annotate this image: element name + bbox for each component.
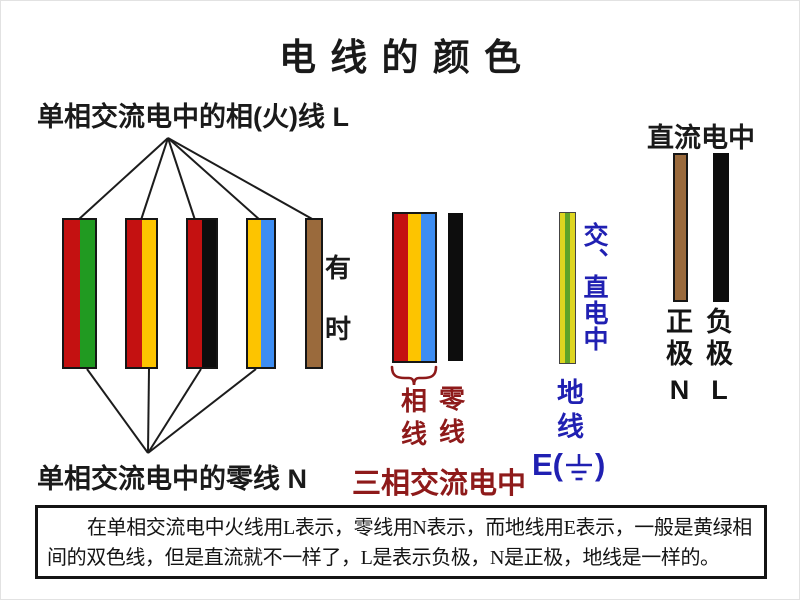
wire-stripe-yellow xyxy=(248,220,261,367)
wire-pair-yellow-blue xyxy=(246,218,276,369)
wire-pair-red-yellow xyxy=(125,218,158,369)
note-box: 在单相交流电中火线用L表示，零线用N表示，而地线用E表示，一般是黄绿相 间的双色… xyxy=(35,505,767,579)
wire-stripe-yellow xyxy=(407,214,422,361)
wire-stripe-brown xyxy=(307,220,321,367)
ground-symbol-icon xyxy=(566,454,592,481)
three-phase-caption: 三相交流电中 xyxy=(352,468,527,500)
earth-wire-label: 地 线 xyxy=(557,378,584,442)
live-wire-label: 单相交流电中的相(火)线 L xyxy=(37,102,349,132)
phase-wire-label: 相 线 xyxy=(401,386,428,449)
wire-stripe-red xyxy=(127,220,142,367)
neutral-wire-label: 单相交流电中的零线 N xyxy=(37,464,307,494)
wire-stripe-blue xyxy=(421,214,436,361)
wire-dc-positive-brown xyxy=(673,153,688,302)
wire-pair-red-green xyxy=(62,218,97,369)
earth-code-label: E( ) xyxy=(532,447,606,482)
sometimes-label: 有 时 xyxy=(325,253,352,344)
dc-positive-label: 正 极 N xyxy=(666,307,693,405)
wire-brown xyxy=(305,218,323,369)
wire-earth-yellow-green xyxy=(559,212,576,364)
wire-stripe-red xyxy=(188,220,202,367)
note-line-2: 间的双色线，但是直流就不一样了，L是表示负极，N是正极，地线是一样的。 xyxy=(47,547,720,569)
dc-caption: 直流电中 xyxy=(647,123,755,153)
wire-pair-red-black xyxy=(186,218,218,369)
wire-stripe-yellow xyxy=(141,220,156,367)
wire-stripe-brown xyxy=(675,155,686,300)
wire-stripe-earth-yellow xyxy=(560,213,565,363)
wire-stripe-earth-yellow xyxy=(570,213,575,363)
wire-stripe-green xyxy=(79,220,95,367)
wire-black-neutral xyxy=(448,213,463,361)
brace-icon xyxy=(390,365,438,386)
wire-stripe-blue xyxy=(261,220,274,367)
note-line-1: 在单相交流电中火线用L表示，零线用N表示，而地线用E表示，一般是黄绿相 xyxy=(87,517,752,539)
wire-stripe-red xyxy=(64,220,80,367)
wire-stripe-earth-green xyxy=(564,213,571,363)
wire-dc-negative-black xyxy=(713,153,729,302)
neutral-wire-label-3p: 零 线 xyxy=(439,384,466,447)
wire-stripe-black xyxy=(202,220,216,367)
page-title: 电 线 的 颜 色 xyxy=(278,37,524,78)
wire-stripe-red xyxy=(394,214,408,361)
wire-triple-red-yellow-blue xyxy=(392,212,437,363)
dc-negative-label: 负 极 L xyxy=(706,307,733,405)
ac-dc-vertical-label: 交、直电中 xyxy=(580,222,608,352)
